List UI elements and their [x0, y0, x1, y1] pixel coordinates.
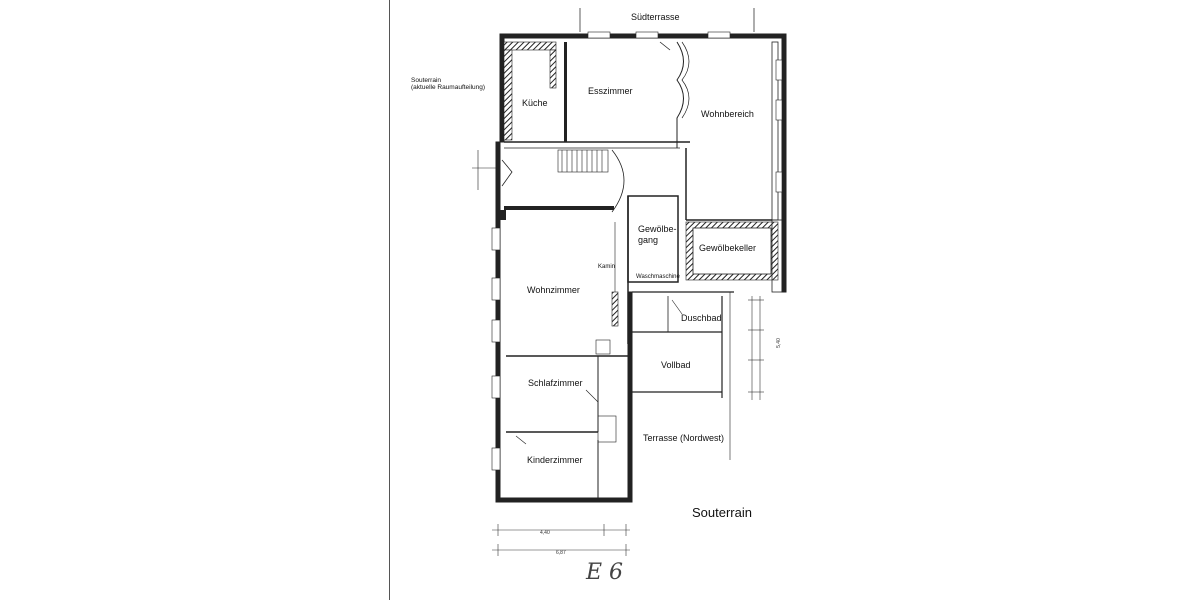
- label-esszimmer: Esszimmer: [588, 86, 633, 96]
- top-windows: [587, 31, 731, 39]
- plan-title: Souterrain: [692, 505, 752, 520]
- label-schlafzimmer: Schlafzimmer: [528, 378, 583, 388]
- kitchen-hatched-wall: [549, 49, 557, 89]
- left-windows: [491, 227, 501, 471]
- label-duschbad: Duschbad: [681, 313, 722, 323]
- label-waschmaschine: Waschmaschine: [636, 274, 680, 280]
- plan-note-line2: (aktuelle Raumaufteilung): [411, 84, 486, 91]
- dimension-label-2: 6,87: [556, 550, 566, 556]
- label-suedterrasse: Südterrasse: [631, 12, 680, 22]
- plan-note-line1: Souterrain: [411, 77, 441, 84]
- label-terrasse-nordwest: Terrasse (Nordwest): [643, 433, 725, 443]
- dimension-chain-bottom: [492, 524, 630, 556]
- kitchen-hatched-wall: [503, 41, 557, 51]
- plan-sheet: Souterrain (aktuelle Raumaufteilung) Süd…: [389, 0, 821, 600]
- label-vollbad: Vollbad: [661, 360, 691, 370]
- handwritten-mark: E 6: [586, 560, 624, 585]
- label-wohnbereich: Wohnbereich: [701, 109, 754, 119]
- label-wohnzimmer: Wohnzimmer: [527, 285, 580, 295]
- dimension-label-3: 5,40: [775, 338, 782, 348]
- kitchen-hatched-wall: [503, 49, 513, 141]
- label-kinderzimmer: Kinderzimmer: [527, 455, 583, 465]
- plan-note: Souterrain (aktuelle Raumaufteilung): [411, 77, 485, 91]
- label-gewoelbegang-line1: Gewölbe-: [638, 224, 677, 234]
- dimension-label-1: 4,40: [540, 530, 550, 536]
- label-gewoelbegang: Gewölbe- gang: [638, 224, 677, 246]
- label-gewoelbekeller: Gewölbekeller: [699, 243, 757, 253]
- label-gewoelbegang-line2: gang: [638, 235, 659, 245]
- stairs: [557, 149, 609, 173]
- label-kueche: Küche: [522, 98, 548, 108]
- floor-plan-drawing: [472, 8, 787, 556]
- dimension-chain-right: [748, 296, 764, 400]
- label-kamin: Kamin: [598, 264, 616, 270]
